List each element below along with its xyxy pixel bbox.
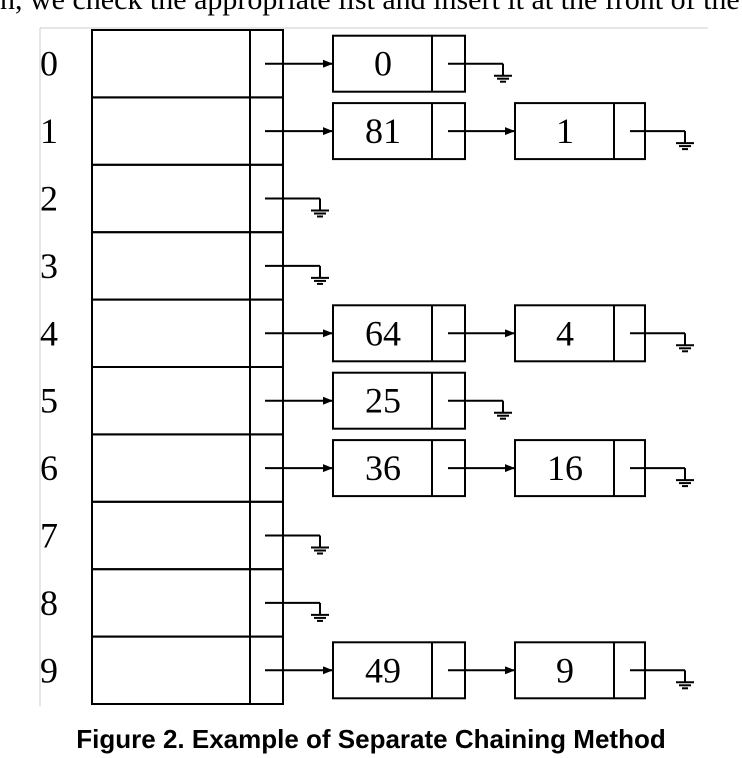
- bucket-index-label: 7: [40, 516, 58, 556]
- bucket-cell: [91, 500, 284, 571]
- figure-caption: Figure 2. Example of Separate Chaining M…: [76, 724, 666, 754]
- null-pointer-icon: [630, 669, 694, 690]
- bucket-index-label: 4: [40, 313, 58, 353]
- bucket-2: 2: [40, 163, 329, 234]
- node-value: 4: [556, 313, 574, 353]
- node-value: 81: [365, 111, 401, 151]
- list-node: 36: [332, 439, 515, 498]
- bucket-6: 6 36 16: [40, 433, 694, 503]
- list-node: 9: [514, 641, 694, 700]
- node-box: [514, 304, 646, 363]
- null-pointer-icon: [630, 130, 694, 151]
- node-box: [332, 34, 466, 93]
- bucket-8: 8: [40, 568, 329, 638]
- bucket-4: 4 64 4: [40, 298, 694, 369]
- null-pointer-icon: [265, 534, 329, 555]
- bucket-index-label: 6: [40, 448, 58, 488]
- bucket-cell: [91, 366, 284, 436]
- list-node: 64: [332, 304, 515, 363]
- null-pointer-icon: [630, 467, 694, 488]
- body-text-fragment: n, we check the appropriate list and ins…: [0, 0, 740, 17]
- node-value: 36: [365, 448, 401, 488]
- node-value: 9: [556, 650, 574, 690]
- bucket-5: 5 25: [40, 366, 512, 436]
- bucket-index-label: 3: [40, 246, 58, 286]
- bucket-index-label: 2: [40, 179, 58, 219]
- list-node: 0: [332, 34, 512, 93]
- node-value: 0: [374, 44, 392, 84]
- node-value: 16: [547, 448, 583, 488]
- bucket-cell: [91, 96, 284, 166]
- bucket-cell: [91, 298, 284, 369]
- bucket-index-label: 1: [40, 111, 58, 151]
- bucket-cell: [91, 433, 284, 503]
- bucket-cell: [91, 29, 284, 99]
- null-pointer-icon: [265, 264, 329, 285]
- null-pointer-icon: [630, 332, 694, 353]
- bucket-cell: [91, 231, 284, 301]
- bucket-9: 9 49 9: [40, 635, 694, 705]
- list-node: 25: [332, 371, 512, 430]
- node-value: 25: [365, 381, 401, 421]
- bucket-index-label: 9: [40, 650, 58, 690]
- bucket-3: 3: [40, 231, 329, 301]
- bucket-index-label: 5: [40, 381, 58, 421]
- node-value: 64: [365, 313, 401, 353]
- list-node: 81: [332, 102, 515, 161]
- null-pointer-icon: [265, 601, 329, 622]
- bucket-cell: [91, 568, 284, 638]
- node-value: 1: [556, 111, 574, 151]
- bucket-index-label: 0: [40, 44, 58, 84]
- node-value: 49: [365, 650, 401, 690]
- list-node: 1: [514, 102, 694, 161]
- null-pointer-icon: [265, 197, 329, 218]
- null-pointer-icon: [448, 62, 512, 83]
- node-box: [514, 641, 646, 700]
- list-node: 49: [332, 641, 515, 700]
- bucket-index-label: 8: [40, 583, 58, 623]
- bucket-cell: [91, 635, 284, 705]
- bucket-7: 7: [40, 500, 329, 571]
- list-node: 4: [514, 304, 694, 363]
- bucket-cell: [91, 163, 284, 234]
- node-box: [514, 102, 646, 161]
- list-node: 16: [514, 439, 694, 498]
- null-pointer-icon: [448, 399, 512, 420]
